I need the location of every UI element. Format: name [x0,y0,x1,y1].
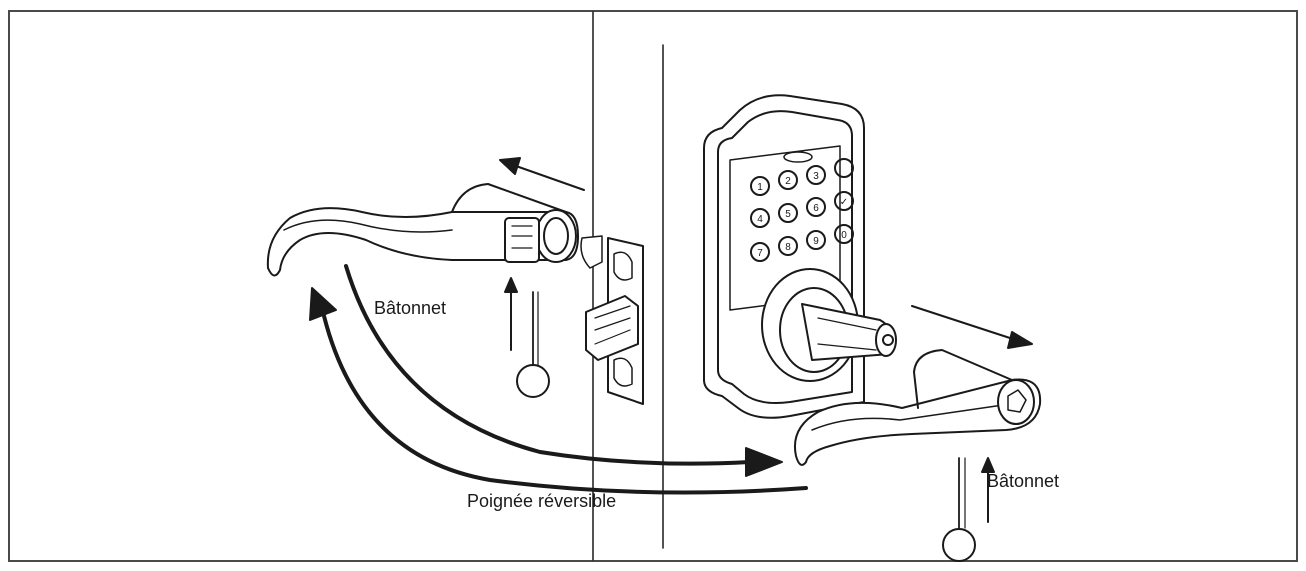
keypad-key [806,197,826,217]
left-lever-handle [266,183,579,277]
key-label: 5 [785,209,791,220]
right-lever-handle [794,349,1042,466]
key-label: ✓ [840,197,848,208]
keypad-key [806,230,826,250]
keypad-key [806,165,826,185]
spindle-rose [761,268,897,382]
arrow-up-right [981,457,995,523]
keypad-key [834,158,854,178]
key-label: 0 [841,230,847,241]
arrow-up-left [504,277,518,351]
keypad-key [750,208,770,228]
key-label: 9 [813,236,819,247]
key-label: 2 [785,176,791,187]
key-label: 4 [757,214,763,225]
key-label: 6 [813,203,819,214]
pin-tool-left [516,291,550,398]
keypad-keys [750,158,854,262]
keypad-key [834,191,854,211]
curved-arrow-to-right [344,264,783,477]
key-label: 8 [785,242,791,253]
key-label: 3 [813,171,819,182]
keypad-key [834,224,854,244]
keypad-key [750,176,770,196]
key-label: 1 [757,182,763,193]
reversible-handle-label: Poignée réversible [467,491,617,511]
keypad-key [750,242,770,262]
latch-plate [580,235,644,405]
keypad-key [778,203,798,223]
curved-arrow-to-left [309,287,808,495]
keypad-key-labels: 1 2 3 4 5 6 7 8 9 0 ✓ [757,171,848,259]
keypad-key [778,236,798,256]
arrow-slide-right [911,305,1033,349]
arrow-slide-left [499,157,585,191]
pin-tool-right [942,457,976,562]
pin-label-left: Bâtonnet [374,298,447,318]
pin-label-right: Bâtonnet [987,471,1060,491]
key-label: 7 [757,248,763,259]
keypad-key [778,170,798,190]
diagram-frame [8,10,1298,562]
